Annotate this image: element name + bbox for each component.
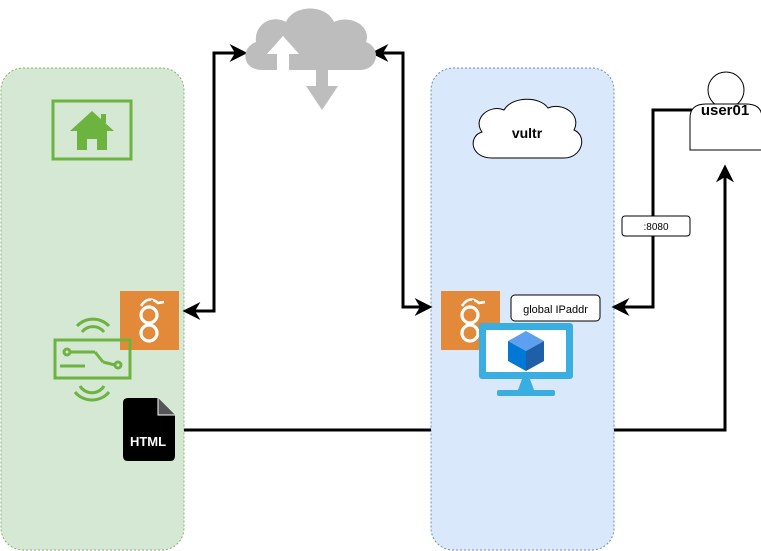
html-file-label: HTML	[130, 434, 166, 449]
port-label: :8080	[621, 215, 691, 237]
port-text: :8080	[643, 222, 668, 233]
vultr-cloud: vultr	[472, 98, 583, 159]
connector-user-to-ip	[611, 108, 692, 316]
iot-circuit-board-icon	[53, 317, 132, 402]
connector-vultr-to-user	[614, 164, 734, 432]
user-label: user01	[701, 102, 749, 119]
connector-internet-to-vultr	[370, 44, 433, 316]
home-icon	[51, 99, 133, 161]
global-ip-label: global IPaddr	[510, 294, 601, 322]
connectors	[182, 44, 734, 432]
global-ip-text: global IPaddr	[523, 304, 588, 316]
html-file-icon: HTML	[123, 398, 175, 461]
internet-cloud-upload-download-icon	[245, 8, 377, 110]
user-icon: user01	[689, 71, 761, 151]
connector-home-to-internet	[182, 44, 248, 320]
virtual-machine-monitor-icon	[479, 323, 573, 396]
vultr-label: vultr	[512, 125, 543, 141]
